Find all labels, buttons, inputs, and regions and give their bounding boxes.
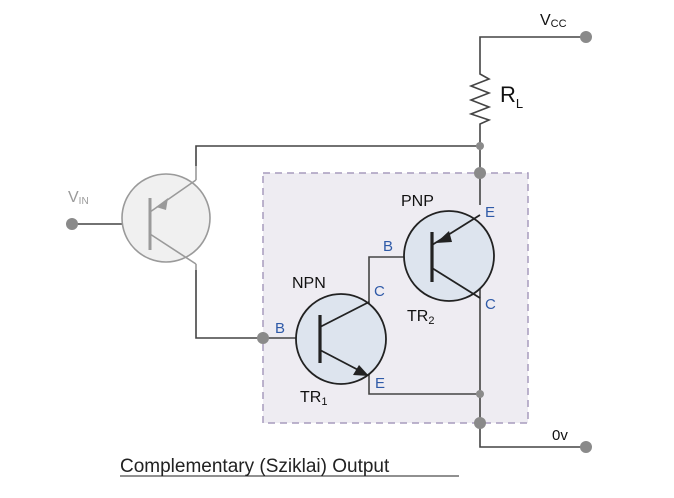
node-rl-bottom xyxy=(476,142,484,150)
tr2-label: TR2 xyxy=(407,308,434,327)
vcc-wire xyxy=(479,36,586,70)
input-collector-wire xyxy=(195,145,480,166)
tr2-base-pin: B xyxy=(383,238,393,255)
tr2-pnp-transistor xyxy=(403,210,495,302)
tr1-emitter-wire xyxy=(368,370,480,395)
input-emitter-wire xyxy=(195,270,320,339)
junction-nodes xyxy=(257,142,486,429)
tr1-npn-transistor xyxy=(295,293,387,385)
node-output xyxy=(476,390,484,398)
vin-terminal xyxy=(66,218,78,230)
tr2-emitter-pin: E xyxy=(485,204,495,221)
tr1-collector-pin: C xyxy=(374,283,385,300)
node-tr1-base xyxy=(257,332,269,344)
vin-label: VIN xyxy=(68,189,89,207)
rl-label: RL xyxy=(500,82,523,111)
caption: Complementary (Sziklai) Output xyxy=(120,456,390,477)
output-stage-box xyxy=(262,172,529,424)
node-ground xyxy=(474,417,486,429)
terminals xyxy=(66,31,592,453)
tr1-label: TR1 xyxy=(300,389,327,408)
tr1-emitter-pin: E xyxy=(375,375,385,392)
tr1-base-pin: B xyxy=(275,320,285,337)
pnp-label: PNP xyxy=(401,193,434,210)
tr2-collector-pin: C xyxy=(485,296,496,313)
npn-label: NPN xyxy=(292,275,326,292)
vcc-label: VCC xyxy=(540,12,567,30)
ground-terminal xyxy=(580,441,592,453)
vcc-terminal xyxy=(580,31,592,43)
tr2-collector-wire xyxy=(479,283,586,448)
load-resistor xyxy=(468,70,492,128)
node-tr2-emitter xyxy=(474,167,486,179)
wires xyxy=(72,36,586,448)
input-transistor xyxy=(121,166,211,270)
zero-v-label: 0v xyxy=(552,427,568,444)
